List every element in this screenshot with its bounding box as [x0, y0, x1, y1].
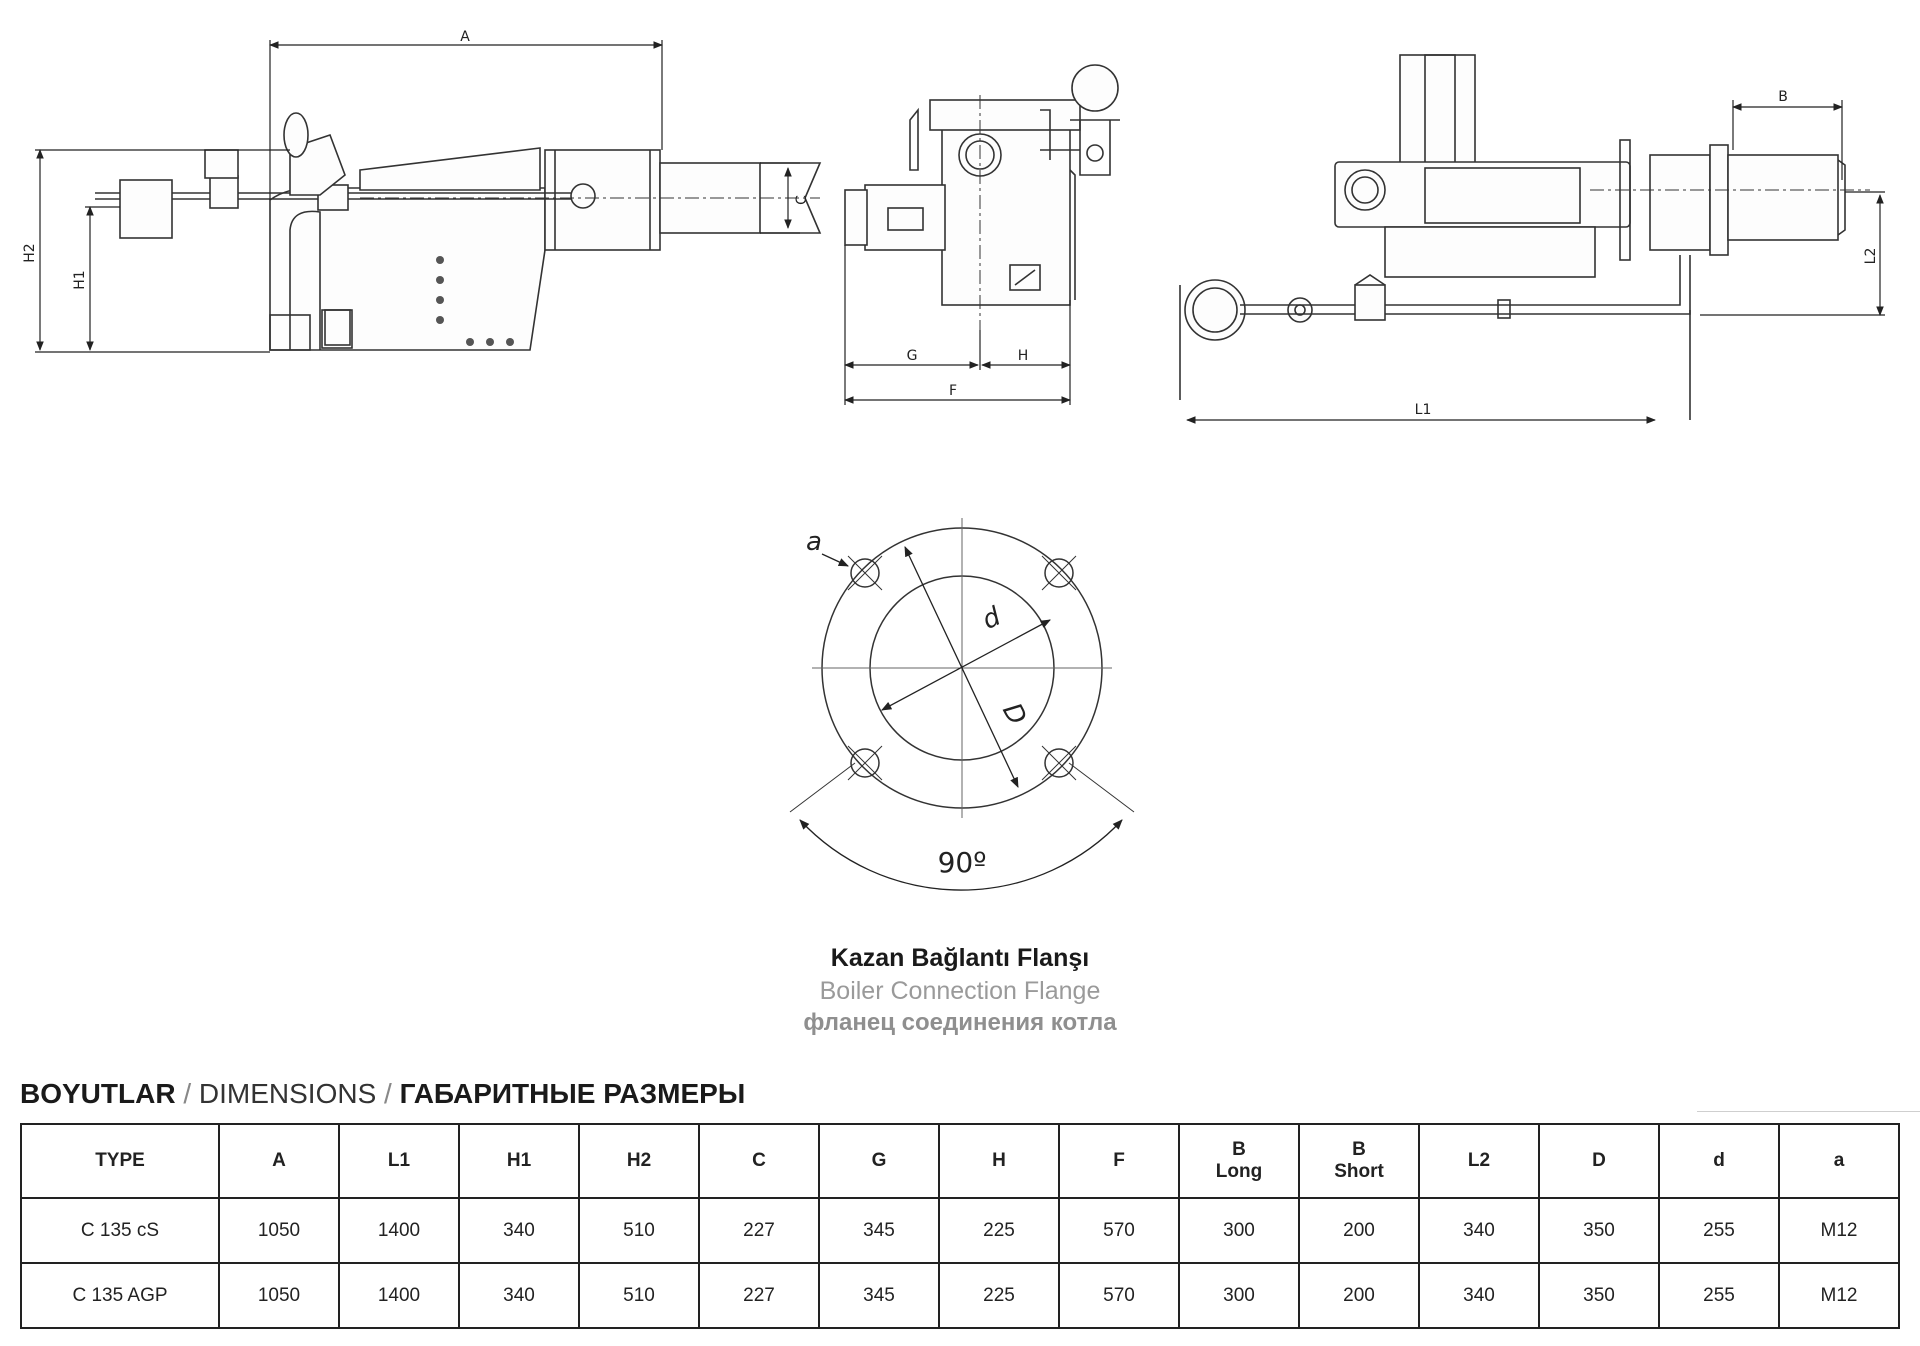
flange-caption-turkish: Kazan Bağlantı Flanşı	[830, 944, 1090, 972]
table-cell: C 135 cS	[20, 1197, 220, 1264]
dim-label-H1: H1	[72, 270, 88, 289]
table-cell: 225	[938, 1262, 1060, 1329]
table-cell: 1400	[338, 1262, 460, 1329]
table-header-cell: L2	[1418, 1123, 1540, 1199]
table-cell: 255	[1658, 1262, 1780, 1329]
table-cell: 200	[1298, 1262, 1420, 1329]
table-header-cell: D	[1538, 1123, 1660, 1199]
heading-russian: ГАБАРИТНЫЕ РАЗМЕРЫ	[399, 1078, 746, 1109]
top-view	[1179, 54, 1870, 420]
dim-label-H: H	[1018, 348, 1029, 364]
table-header-cell: L1	[338, 1123, 460, 1199]
dim-label-L1: L1	[1415, 402, 1432, 418]
flange-caption-russian: фланец соединения котла	[803, 1009, 1117, 1036]
flange-diagram	[789, 518, 1135, 891]
flange-label-D: D	[996, 698, 1032, 730]
table-cell: 340	[458, 1262, 580, 1329]
table-cell: M12	[1778, 1262, 1900, 1329]
heading-separator-1: /	[183, 1078, 192, 1109]
heading-turkish: BOYUTLAR	[20, 1078, 176, 1109]
dim-label-H2: H2	[22, 243, 38, 262]
table-header-cell: C	[698, 1123, 820, 1199]
flange-angle-label: 90º	[938, 846, 987, 879]
table-cell: 340	[458, 1197, 580, 1264]
table-cell: 1050	[218, 1197, 340, 1264]
table-cell: 1050	[218, 1262, 340, 1329]
dim-label-F: F	[949, 383, 957, 399]
flange-bolt-holes	[847, 555, 1077, 781]
flange-label-d: d	[978, 601, 1006, 635]
table-cell: 570	[1058, 1197, 1180, 1264]
table-cell: 345	[818, 1197, 940, 1264]
table-cell: 570	[1058, 1262, 1180, 1329]
side-view-dimensions	[35, 40, 800, 353]
table-cell: 227	[698, 1197, 820, 1264]
table-header-cell: H1	[458, 1123, 580, 1199]
dim-label-A: A	[460, 29, 470, 45]
heading-rule	[1697, 1111, 1920, 1112]
table-cell: 345	[818, 1262, 940, 1329]
flange-label-a: a	[806, 527, 822, 557]
table-cell: 300	[1178, 1262, 1300, 1329]
table-cell: 340	[1418, 1197, 1540, 1264]
table-header-cell: H	[938, 1123, 1060, 1199]
dim-label-C: C	[794, 195, 810, 205]
front-view-dimensions	[844, 245, 1071, 405]
dim-label-L2: L2	[1863, 248, 1879, 265]
table-cell: 300	[1178, 1197, 1300, 1264]
table-cell: 225	[938, 1197, 1060, 1264]
table-cell: 340	[1418, 1262, 1540, 1329]
dimensions-heading: BOYUTLAR / DIMENSIONS / ГАБАРИТНЫЕ РАЗМЕ…	[20, 1078, 745, 1110]
heading-separator-2: /	[384, 1078, 392, 1109]
table-cell: C 135 AGP	[20, 1262, 220, 1329]
flange-caption-english: Boiler Connection Flange	[819, 977, 1101, 1005]
dim-label-G: G	[907, 348, 918, 364]
top-view-dimensions	[1186, 100, 1885, 424]
table-cell: 510	[578, 1262, 700, 1329]
table-cell: 350	[1538, 1262, 1660, 1329]
table-header-cell: A	[218, 1123, 340, 1199]
table-cell: 350	[1538, 1197, 1660, 1264]
table-header-cell: H2	[578, 1123, 700, 1199]
table-cell: 1400	[338, 1197, 460, 1264]
table-header-cell: G	[818, 1123, 940, 1199]
table-cell: 255	[1658, 1197, 1780, 1264]
heading-english: DIMENSIONS	[198, 1078, 377, 1109]
table-header-cell: TYPE	[20, 1123, 220, 1199]
table-cell: 200	[1298, 1197, 1420, 1264]
table-cell: 510	[578, 1197, 700, 1264]
front-view	[844, 64, 1120, 330]
dim-label-B: B	[1778, 89, 1788, 105]
table-cell: 227	[698, 1262, 820, 1329]
table-cell: M12	[1778, 1197, 1900, 1264]
side-view	[95, 112, 822, 351]
table-header-cell: F	[1058, 1123, 1180, 1199]
table-header-cell: a	[1778, 1123, 1900, 1199]
table-header-cell: d	[1658, 1123, 1780, 1199]
